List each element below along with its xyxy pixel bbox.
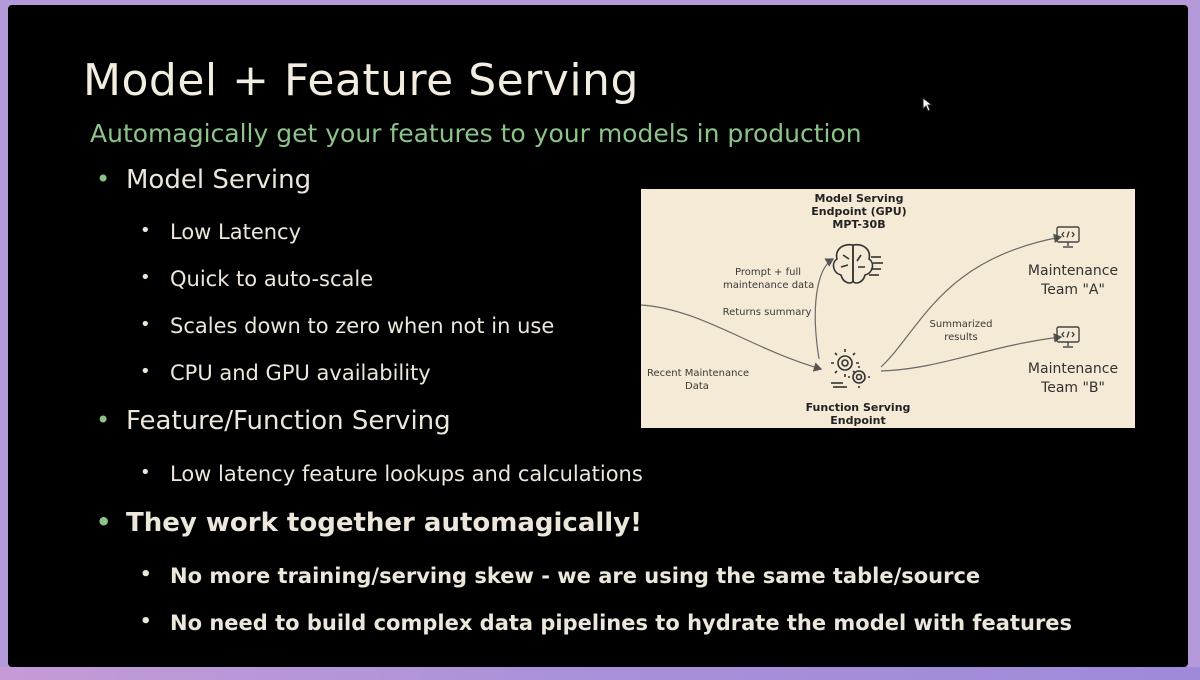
team-label-line: Team "B" [1041, 380, 1105, 396]
team-label-line: Maintenance [1027, 361, 1119, 377]
function-endpoint-line: Endpoint [830, 414, 886, 427]
edge-returns-label: Returns summary [722, 307, 812, 318]
mouse-cursor-icon [922, 97, 934, 112]
window-frame-border [0, 667, 1200, 680]
monitor-code-icon [1056, 226, 1080, 248]
model-endpoint-line: Endpoint (GPU) [811, 205, 907, 218]
diagram-graphics [641, 226, 1080, 388]
sub-bullet: Quick to auto-scale [140, 267, 373, 291]
edge-label-line: Recent Maintenance [647, 368, 750, 379]
model-endpoint-line: Model Serving [814, 192, 904, 205]
sub-bullet: No more training/serving skew - we are u… [140, 564, 980, 588]
team-a-label: Maintenance Team "A" [1013, 262, 1133, 300]
model-endpoint-line: MPT-30B [832, 218, 886, 231]
monitor-code-icon [1056, 326, 1080, 348]
sub-bullet: Low Latency [140, 220, 301, 244]
edge-prompt [814, 258, 835, 360]
edge-summarized-label: Summarized results [921, 318, 1001, 344]
gears-icon [831, 349, 870, 388]
edge-label-line: Prompt + full [734, 267, 802, 278]
bullet-model-serving: Model Serving [96, 165, 311, 195]
team-label-line: Team "A" [1041, 282, 1105, 298]
edge-to-team-a [880, 233, 1063, 368]
edge-to-team-b [880, 333, 1063, 372]
architecture-diagram: Model Serving Endpoint (GPU) MPT-30B Pro… [641, 189, 1135, 428]
slide-title: Model + Feature Serving [83, 55, 639, 106]
team-label-line: Maintenance [1027, 263, 1119, 279]
brain-icon [832, 243, 883, 284]
function-endpoint-line: Function Serving [805, 401, 911, 414]
bullet-work-together: They work together automagically! [96, 508, 642, 538]
bullet-feature-serving: Feature/Function Serving [96, 406, 451, 436]
edge-label-line: Data [685, 381, 709, 392]
sub-bullet: CPU and GPU availability [140, 361, 431, 385]
sub-bullet: Scales down to zero when not in use [140, 314, 554, 338]
edge-label-line: results [944, 332, 978, 343]
model-endpoint-label: Model Serving Endpoint (GPU) MPT-30B [799, 192, 919, 231]
edge-recent-label: Recent Maintenance Data [647, 367, 750, 393]
slide: Model + Feature Serving Automagically ge… [8, 5, 1188, 667]
edge-label-line: maintenance data [723, 280, 815, 291]
slide-subtitle: Automagically get your features to your … [90, 119, 862, 148]
function-endpoint-label: Function Serving Endpoint [793, 401, 923, 427]
sub-bullet: Low latency feature lookups and calculat… [140, 462, 643, 486]
edge-label-line: Summarized [929, 319, 993, 330]
edge-recent-data [641, 304, 823, 372]
edge-prompt-label: Prompt + full maintenance data [723, 266, 815, 292]
sub-bullet: No need to build complex data pipelines … [140, 611, 1072, 635]
team-b-label: Maintenance Team "B" [1013, 360, 1133, 398]
